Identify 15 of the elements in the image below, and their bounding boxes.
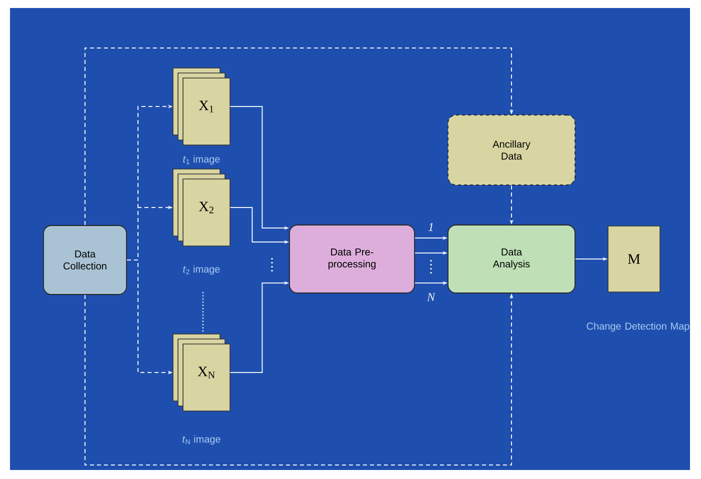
arrow [84,48,514,226]
process-box: Data Pre-processing [289,224,415,294]
node-label: t$_{2}$ image [183,265,220,275]
node-label: Change Detection Map [586,322,690,332]
node-label: t$_{N}$ image [182,435,220,445]
edge-label: 1 [427,222,435,232]
edge-label: N [426,292,436,302]
node-label: t$_{1}$ image [183,155,220,165]
process-box: Data Collection [43,225,127,295]
map-card: M [608,226,660,292]
data-box: Ancillary Data [448,114,576,186]
image-stack: X$_{N}$ [172,334,230,412]
image-stack: X$_{2}$ [172,168,230,246]
image-stack: X$_{1}$ [172,68,230,146]
process-box: Data Analysis [448,224,576,294]
